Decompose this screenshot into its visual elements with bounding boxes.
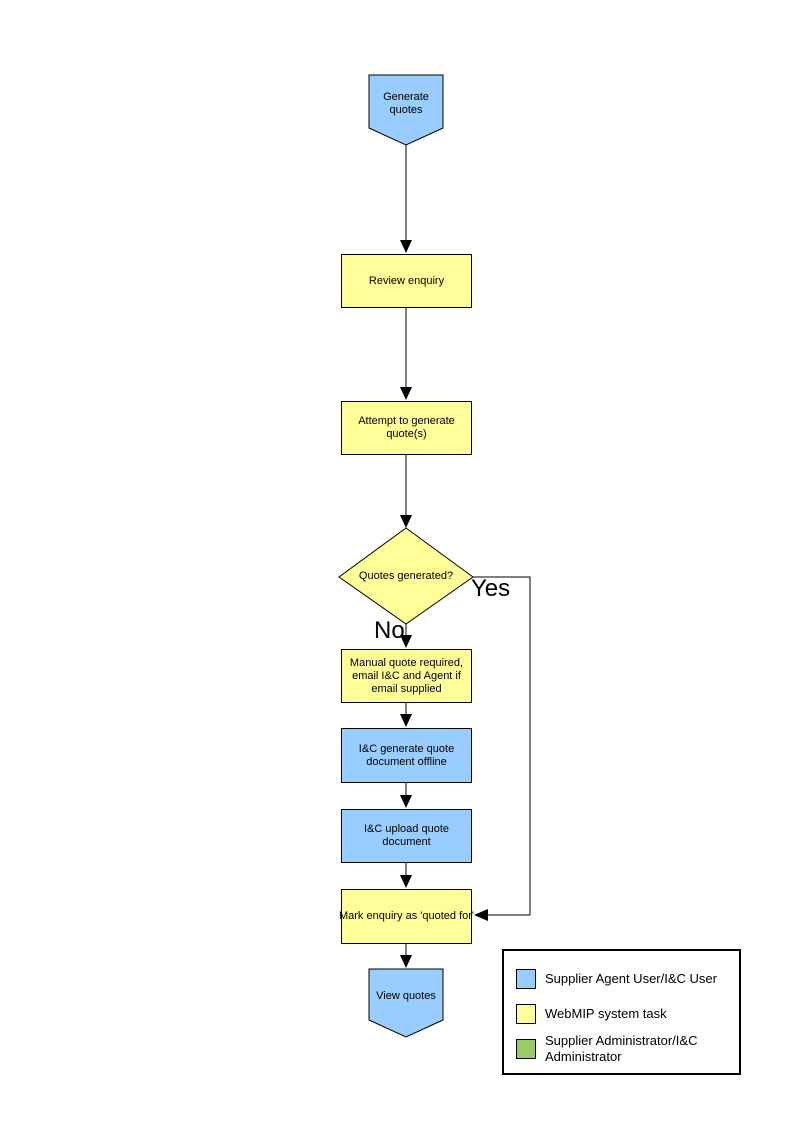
flowchart-node-review-enquiry: Review enquiry xyxy=(341,254,472,308)
node-label: Mark enquiry as 'quoted for' xyxy=(338,910,475,922)
node-label: Manual quote required, email I&C and Age… xyxy=(349,656,464,695)
legend-item-agent-user: Supplier Agent User/I&C User xyxy=(516,959,731,999)
node-label: I&C upload quote document xyxy=(363,823,449,848)
arrowhead-manual-offline xyxy=(400,714,412,727)
node-label: I&C generate quote document offline xyxy=(358,742,455,768)
connector-yes-branch xyxy=(472,576,531,916)
arrowhead-yes-branch xyxy=(474,909,488,921)
legend: Supplier Agent User/I&C User WebMIP syst… xyxy=(502,949,741,1075)
no-branch-label: No xyxy=(374,617,405,644)
node-label: Review enquiry xyxy=(368,274,445,287)
arrowhead-mark-end xyxy=(400,955,412,968)
flowchart-node-manual-quote: Manual quote required, email I&C and Age… xyxy=(341,649,472,703)
legend-item-label: Supplier Agent User/I&C User xyxy=(545,971,717,986)
start-pentagon-shape xyxy=(368,74,444,146)
arrowhead-review-attempt xyxy=(400,387,412,400)
arrowhead-start-review xyxy=(400,240,412,253)
yes-branch-label: Yes xyxy=(471,575,511,602)
arrowhead-no-branch xyxy=(400,635,412,648)
node-label: Attempt to generate quote(s) xyxy=(358,415,455,440)
flowchart-node-generate-offline: I&C generate quote document offline xyxy=(341,728,472,783)
legend-item-administrator: Supplier Administrator/I&C Administrator xyxy=(516,1029,731,1069)
legend-item-label: WebMIP system task xyxy=(545,1006,667,1021)
decision-diamond-shape xyxy=(338,527,474,625)
arrowhead-offline-upload xyxy=(400,795,412,808)
legend-swatch-yellow xyxy=(516,1004,536,1024)
arrowhead-upload-mark xyxy=(400,875,412,888)
flowchart-node-attempt-generate: Attempt to generate quote(s) xyxy=(341,401,472,455)
legend-swatch-green xyxy=(516,1039,536,1059)
legend-item-system-task: WebMIP system task xyxy=(516,994,731,1034)
arrowhead-attempt-decision xyxy=(400,515,412,528)
legend-swatch-blue xyxy=(516,969,536,989)
flowchart-node-mark-quoted: Mark enquiry as 'quoted for' xyxy=(338,889,475,944)
end-pentagon-shape xyxy=(368,968,444,1038)
flowchart-node-upload-document: I&C upload quote document xyxy=(341,809,472,863)
legend-item-label: Supplier Administrator/I&C Administrator xyxy=(545,1033,698,1064)
